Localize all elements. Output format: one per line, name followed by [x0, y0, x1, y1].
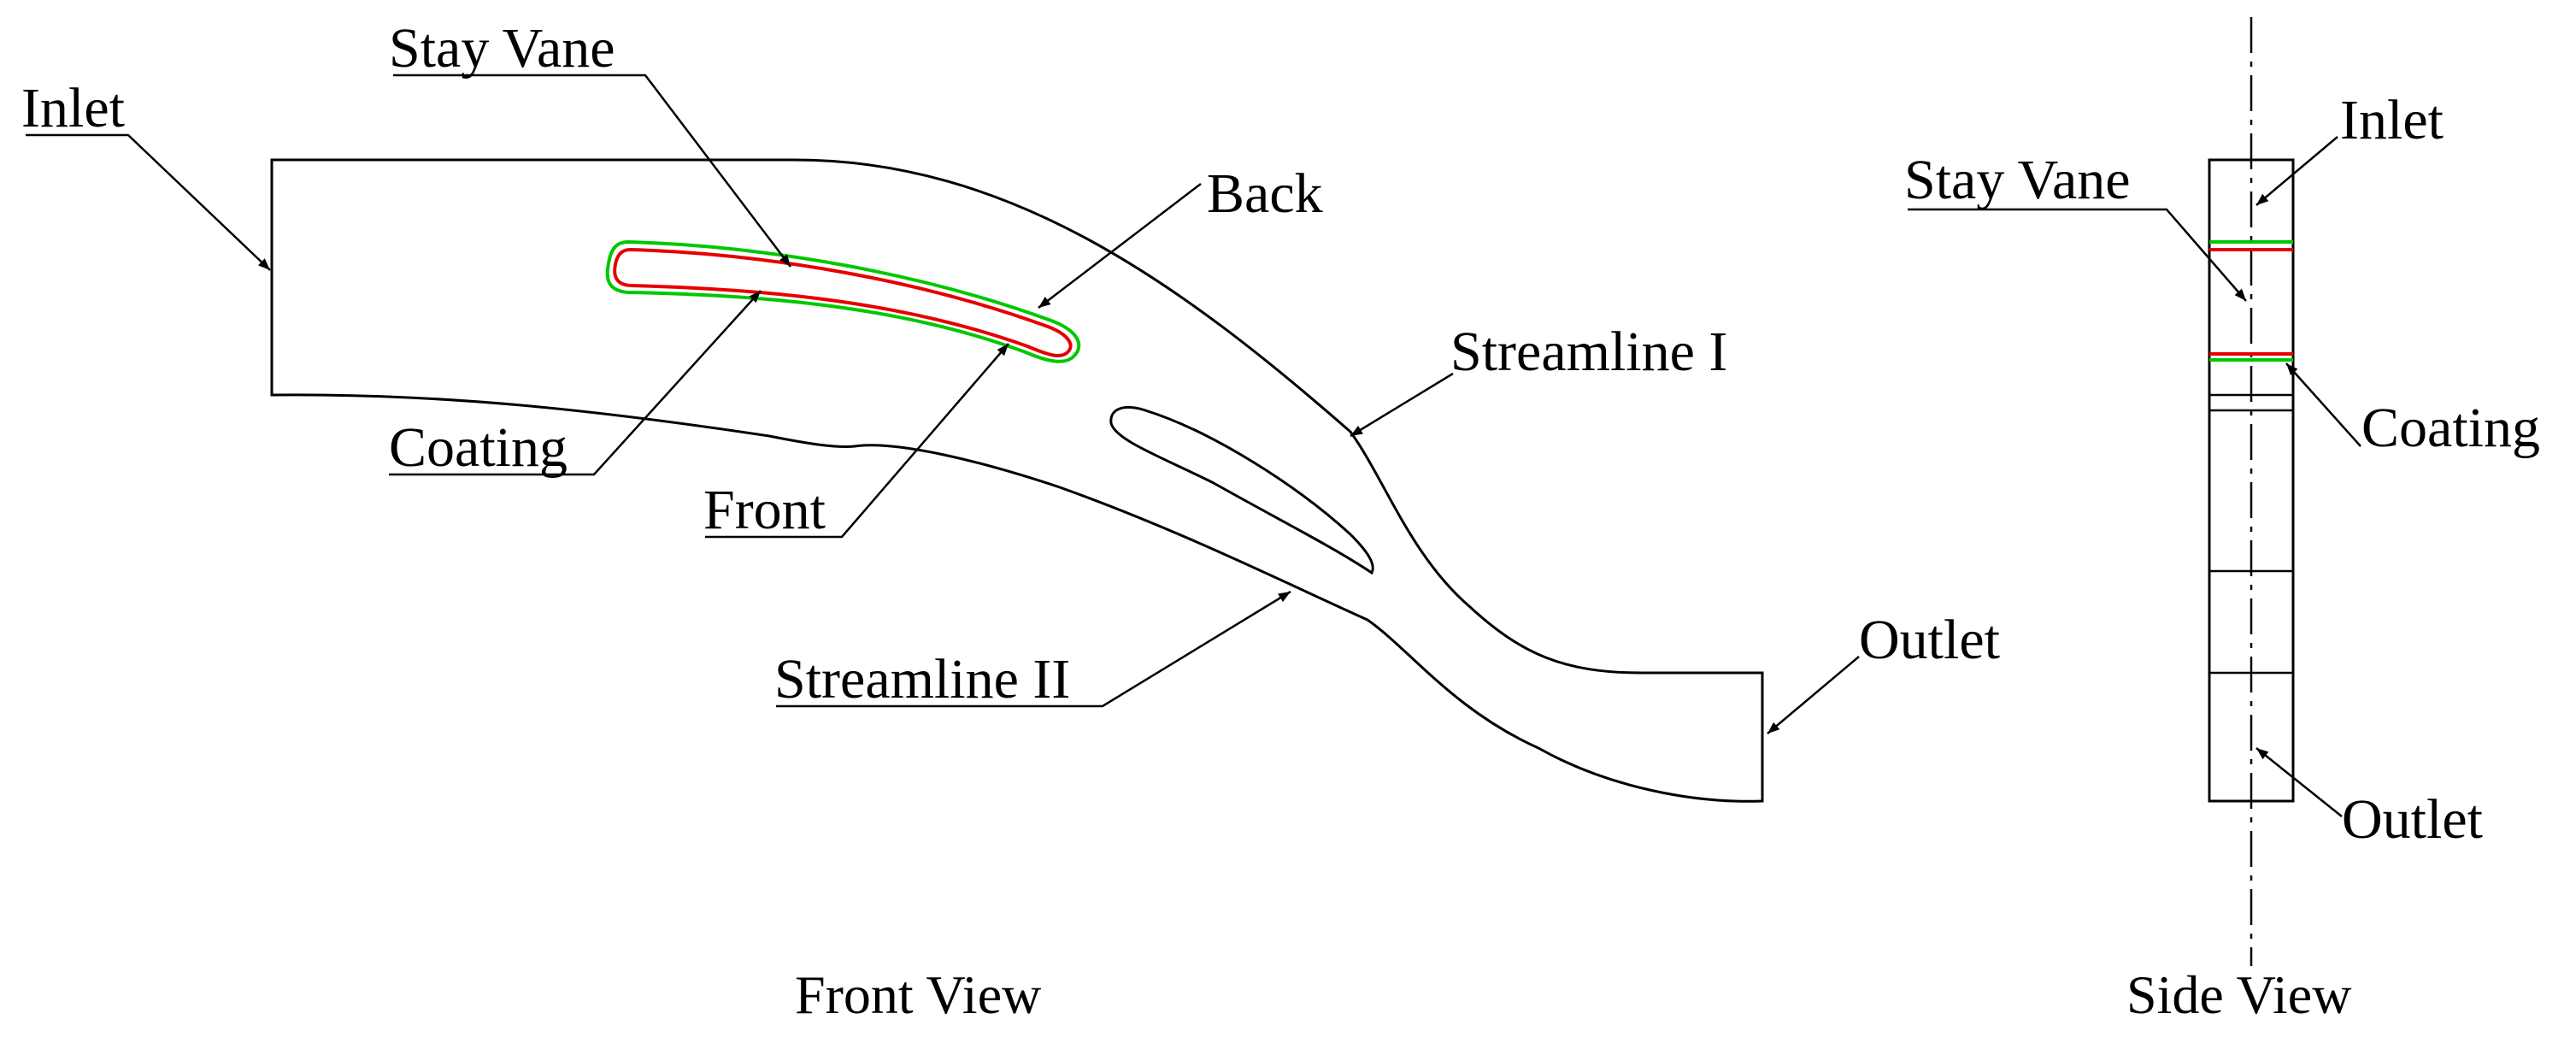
caption-side-view: Side View [2126, 964, 2351, 1025]
leader-back [1038, 183, 1202, 309]
side-leader-stay-vane [1908, 208, 2247, 302]
label-back: Back [1207, 162, 1323, 225]
leader-stay-vane [393, 74, 791, 268]
label-stay-vane: Stay Vane [389, 17, 615, 80]
label-streamline-1: Streamline I [1450, 321, 1727, 383]
side-leader-coating [2285, 362, 2361, 447]
leader-front [705, 343, 1009, 539]
label-outlet: Outlet [1859, 609, 2000, 671]
coating-inner-layer [613, 247, 1073, 358]
leader-coating [389, 290, 762, 476]
caption-front-view: Front View [795, 964, 1041, 1025]
side-label-stay-vane: Stay Vane [1904, 149, 2131, 211]
front-leaders [26, 74, 1860, 734]
leader-inlet [26, 133, 271, 271]
leader-streamline-2 [776, 590, 1291, 708]
side-leaders [1908, 136, 2361, 817]
front-view: Inlet Stay Vane Back Streamline I Coatin… [21, 17, 2000, 1025]
side-leader-outlet [2255, 747, 2343, 817]
label-streamline-2: Streamline II [774, 648, 1070, 710]
side-view: Inlet Stay Vane Coating Outlet Side View [1904, 17, 2540, 1025]
front-labels: Inlet Stay Vane Back Streamline I Coatin… [21, 17, 2000, 710]
splitter-body [1109, 406, 1374, 575]
stay-vane [605, 239, 1081, 363]
side-labels: Inlet Stay Vane Coating Outlet [1904, 89, 2540, 851]
side-label-outlet: Outlet [2342, 788, 2483, 851]
label-inlet: Inlet [21, 77, 125, 139]
label-front: Front [703, 479, 826, 541]
side-label-inlet: Inlet [2340, 89, 2444, 151]
side-label-coating: Coating [2361, 397, 2540, 459]
label-coating: Coating [389, 416, 568, 479]
side-leader-inlet [2255, 136, 2338, 206]
coating-outer-layer [605, 239, 1081, 363]
leader-outlet [1767, 656, 1860, 734]
leader-streamline-1 [1350, 372, 1454, 438]
side-outline [2208, 158, 2295, 803]
